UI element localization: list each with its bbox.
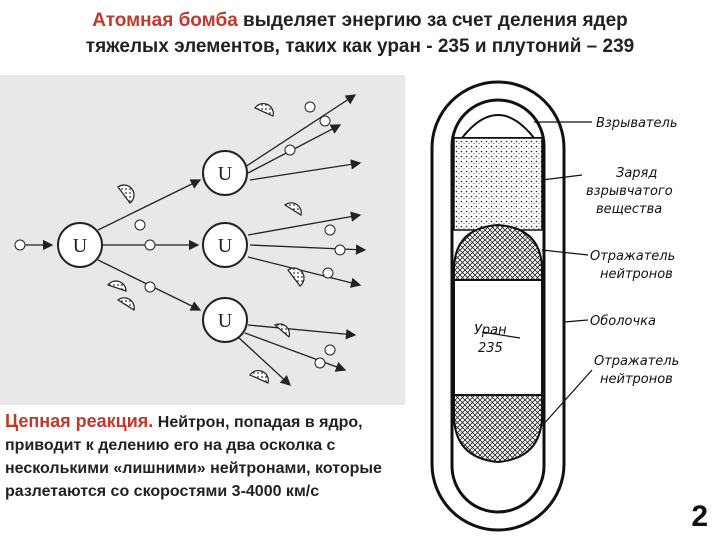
title-line2: тяжелых элементов, таких как уран - 235 … (85, 36, 635, 57)
nucleus-label: U (218, 235, 233, 257)
label-uranium-line2: 235 (478, 341, 503, 356)
label-reflector-top-line2: нейтронов (600, 267, 673, 282)
nucleus-label: U (218, 163, 233, 185)
slide-title: Атомная бомба выделяет энергию за счет д… (0, 8, 720, 60)
bomb-diagram: Взрыватель Заряд взрывчатого вещества От… (410, 70, 720, 540)
caption-text: Нейтрон, попадая в ядро, приводит к деле… (5, 414, 382, 500)
caption: Цепная реакция. Нейтрон, попадая в ядро,… (5, 410, 405, 503)
chain-reaction-diagram: U U U U (0, 75, 405, 405)
caption-accent: Цепная реакция. (5, 411, 154, 431)
label-uranium-line1: Уран (474, 323, 507, 338)
title-line1-rest: выделяет энергию за счет деления ядер (237, 10, 628, 31)
nucleus-label: U (218, 310, 233, 332)
label-shell: Оболочка (590, 314, 656, 329)
slide-number: 2 (691, 500, 708, 533)
label-reflector-bottom-line2: нейтронов (600, 372, 673, 387)
title-accent: Атомная бомба (92, 10, 238, 31)
label-charge-line2: взрывчатого (586, 184, 673, 199)
label-charge-line1: Заряд (616, 166, 657, 181)
nucleus-label: U (73, 235, 88, 257)
label-reflector-bottom-line1: Отражатель (594, 354, 679, 369)
label-reflector-top-line1: Отражатель (590, 249, 675, 264)
label-detonator: Взрыватель (596, 116, 678, 131)
label-charge-line3: вещества (596, 202, 662, 217)
